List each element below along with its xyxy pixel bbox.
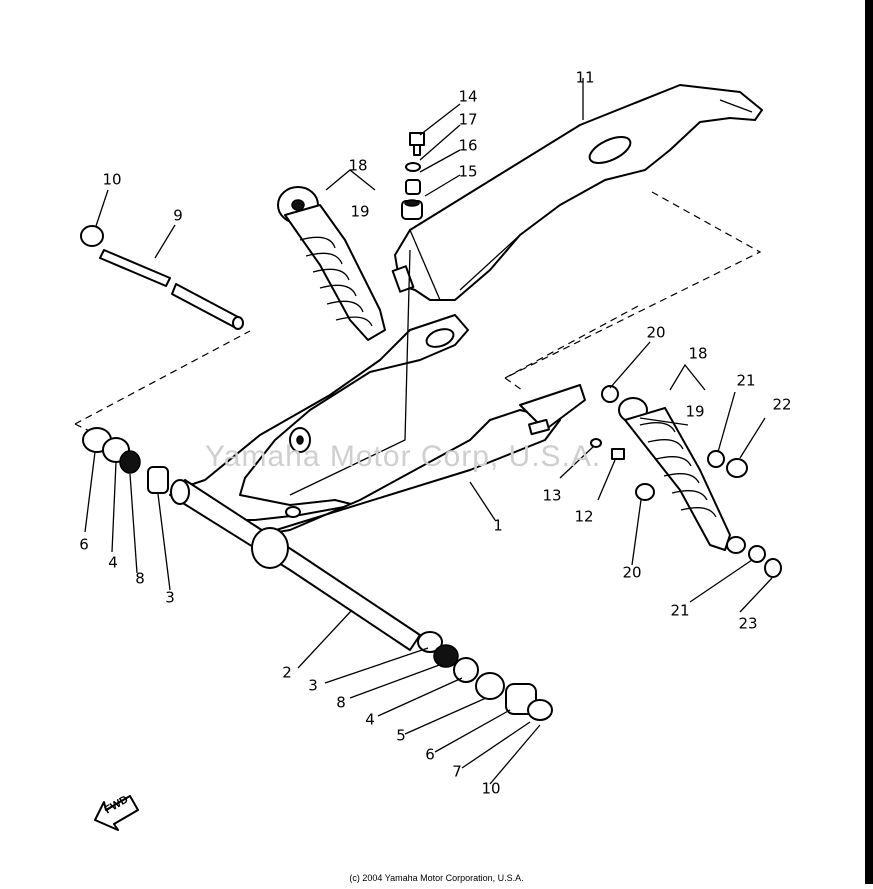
callout-10-bottom: 10	[481, 779, 501, 798]
callout-20-top: 20	[646, 323, 666, 342]
callout-23: 23	[738, 614, 758, 633]
callout-4-left: 4	[108, 553, 118, 572]
callout-2: 2	[282, 663, 292, 682]
chain-case-fasteners	[401, 132, 425, 220]
callout-6-right: 6	[425, 745, 435, 764]
callout-15: 15	[458, 162, 478, 181]
callout-18-left: 18	[348, 156, 368, 175]
callout-19-left: 19	[350, 202, 370, 221]
bearing-stack-right	[417, 631, 553, 721]
shock-absorber-left	[277, 186, 386, 341]
callout-10-top: 10	[102, 170, 122, 189]
callout-7: 7	[452, 762, 462, 781]
callout-6-left: 6	[79, 535, 89, 554]
callout-4-right: 4	[365, 710, 375, 729]
watermark: Yamaha Motor Corp, U.S.A.	[205, 440, 602, 473]
fwd-arrow-icon	[94, 795, 139, 831]
callout-18-right: 18	[688, 344, 708, 363]
callout-20-bottom: 20	[622, 563, 642, 582]
callout-11: 11	[575, 68, 595, 87]
callout-19-right: 19	[685, 402, 705, 421]
callout-14: 14	[458, 87, 478, 106]
callout-16: 16	[458, 136, 478, 155]
leader-lines	[84, 78, 773, 785]
shock-absorber-right	[590, 385, 782, 578]
callout-21-top: 21	[736, 371, 756, 390]
chain-case	[391, 84, 763, 301]
pivot-rod	[80, 225, 244, 330]
scan-edge	[865, 0, 873, 884]
callout-3-right: 3	[308, 676, 318, 695]
callout-21-bottom: 21	[670, 601, 690, 620]
callout-5: 5	[396, 726, 406, 745]
callout-8-right: 8	[336, 693, 346, 712]
callout-8-left: 8	[135, 569, 145, 588]
swingarm	[174, 249, 586, 536]
callout-22: 22	[772, 395, 792, 414]
copyright-notice: (c) 2004 Yamaha Motor Corporation, U.S.A…	[349, 873, 524, 883]
bearing-stack-left	[82, 427, 169, 494]
callout-3-left: 3	[165, 588, 175, 607]
callout-12: 12	[574, 507, 594, 526]
callout-1: 1	[493, 516, 503, 535]
callout-17: 17	[458, 110, 478, 129]
callout-13: 13	[542, 486, 562, 505]
callout-9: 9	[173, 206, 183, 225]
